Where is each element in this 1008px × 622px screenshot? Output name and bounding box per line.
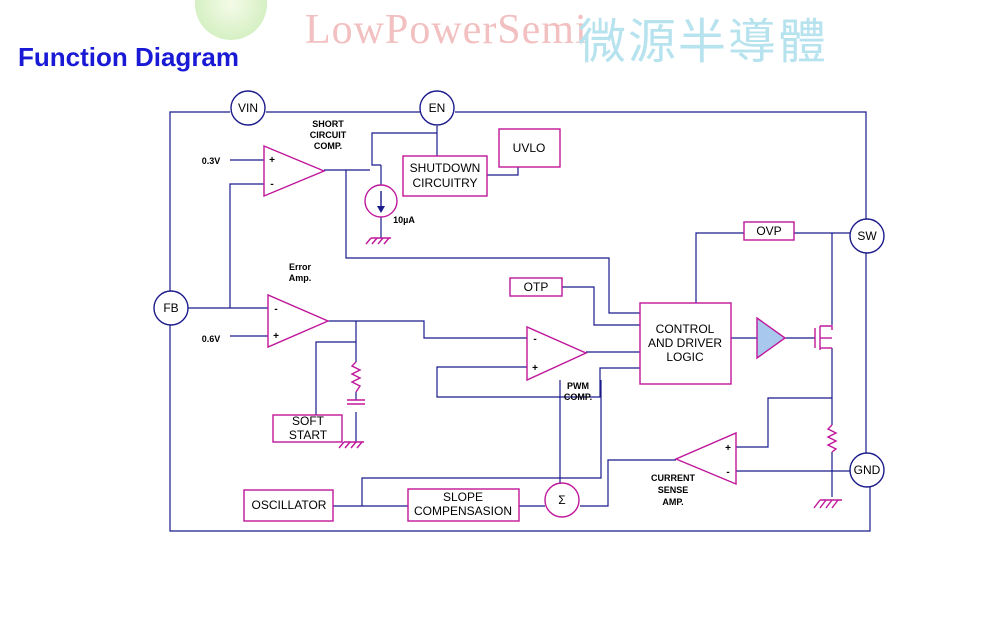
control-label-1: CONTROL: [656, 322, 715, 336]
short-comp-minus: -: [270, 179, 273, 190]
short-comp-label-2: CIRCUIT: [310, 130, 347, 140]
pin-vin: [230, 90, 266, 126]
pin-sw-label: SW: [857, 229, 877, 243]
current-sense-label-2: SENSE: [658, 485, 689, 495]
short-comp-label-1: SHORT: [312, 119, 344, 129]
pwm-comparator: [526, 325, 588, 382]
compensation-resistor: [350, 361, 362, 393]
pin-vin-label: VIN: [238, 101, 258, 115]
shutdown-label-1: SHUTDOWN: [410, 161, 481, 175]
oscillator-label: OSCILLATOR: [252, 498, 327, 512]
current-sense-minus: -: [726, 467, 729, 478]
ground-symbol-sense: [813, 499, 842, 509]
pin-gnd: [849, 452, 885, 488]
watermark-logo-text: LowPowerSemi: [305, 7, 588, 53]
sense-resistor: [826, 424, 838, 453]
current-sense-amplifier: [674, 431, 737, 486]
slope-label-1: SLOPE: [443, 490, 483, 504]
pwm-comp-minus: -: [533, 334, 536, 345]
page-title: Function Diagram: [18, 42, 240, 72]
error-amp-plus: +: [273, 331, 279, 342]
ovp-block: [743, 221, 795, 241]
slope-label-2: COMPENSASION: [414, 504, 512, 518]
short-circuit-comparator: [263, 144, 326, 198]
shutdown-label-2: CIRCUITRY: [412, 176, 477, 190]
sum-label: Σ: [558, 493, 565, 507]
soft-start-block: [272, 414, 343, 443]
error-amplifier: [267, 293, 330, 349]
gate-driver-buffer: [756, 316, 787, 360]
soft-start-label-1: SOFT: [292, 414, 325, 428]
pin-fb-label: FB: [163, 301, 178, 315]
control-label-2: AND DRIVER: [648, 336, 722, 350]
vref-06-label: 0.6V: [202, 334, 221, 344]
shutdown-circuitry-block: [402, 155, 488, 197]
control-driver-logic-block: [639, 302, 732, 385]
current-source-label: 10µA: [393, 215, 415, 225]
pwm-comp-plus: +: [532, 363, 538, 374]
otp-block: [509, 277, 563, 297]
pin-sw: [849, 218, 885, 254]
uvlo-block: [498, 128, 561, 168]
current-sense-plus: +: [725, 443, 731, 454]
watermark-chinese-text: 微源半導體: [578, 14, 829, 70]
pwm-comp-label-1: PWM: [567, 381, 589, 391]
pin-en: [419, 90, 455, 126]
ground-symbol-current-source: [365, 237, 391, 245]
error-amp-minus: -: [274, 304, 277, 315]
uvlo-label: UVLO: [513, 141, 546, 155]
soft-start-label-2: START: [289, 428, 328, 442]
slope-compensation-block: [407, 488, 520, 522]
pin-gnd-label: GND: [854, 463, 881, 477]
components: [243, 128, 842, 522]
ovp-label: OVP: [756, 224, 781, 238]
current-sense-label-1: CURRENT: [651, 473, 696, 483]
current-source: [364, 184, 398, 218]
oscillator-block: [243, 489, 334, 522]
error-amp-label-1: Error: [289, 262, 312, 272]
vref-03-label: 0.3V: [202, 156, 221, 166]
short-comp-plus: +: [269, 155, 275, 166]
summing-node: [544, 482, 580, 518]
pin-fb: [153, 290, 189, 326]
ground-symbol-soft-start: [338, 441, 364, 449]
pwm-comp-label-2: COMP.: [564, 392, 592, 402]
short-comp-label-3: COMP.: [314, 141, 342, 151]
pin-en-label: EN: [429, 101, 446, 115]
error-amp-label-2: Amp.: [289, 273, 312, 283]
wires: [169, 111, 871, 532]
control-label-3: LOGIC: [666, 350, 704, 364]
current-sense-label-3: AMP.: [662, 497, 683, 507]
otp-label: OTP: [524, 280, 549, 294]
